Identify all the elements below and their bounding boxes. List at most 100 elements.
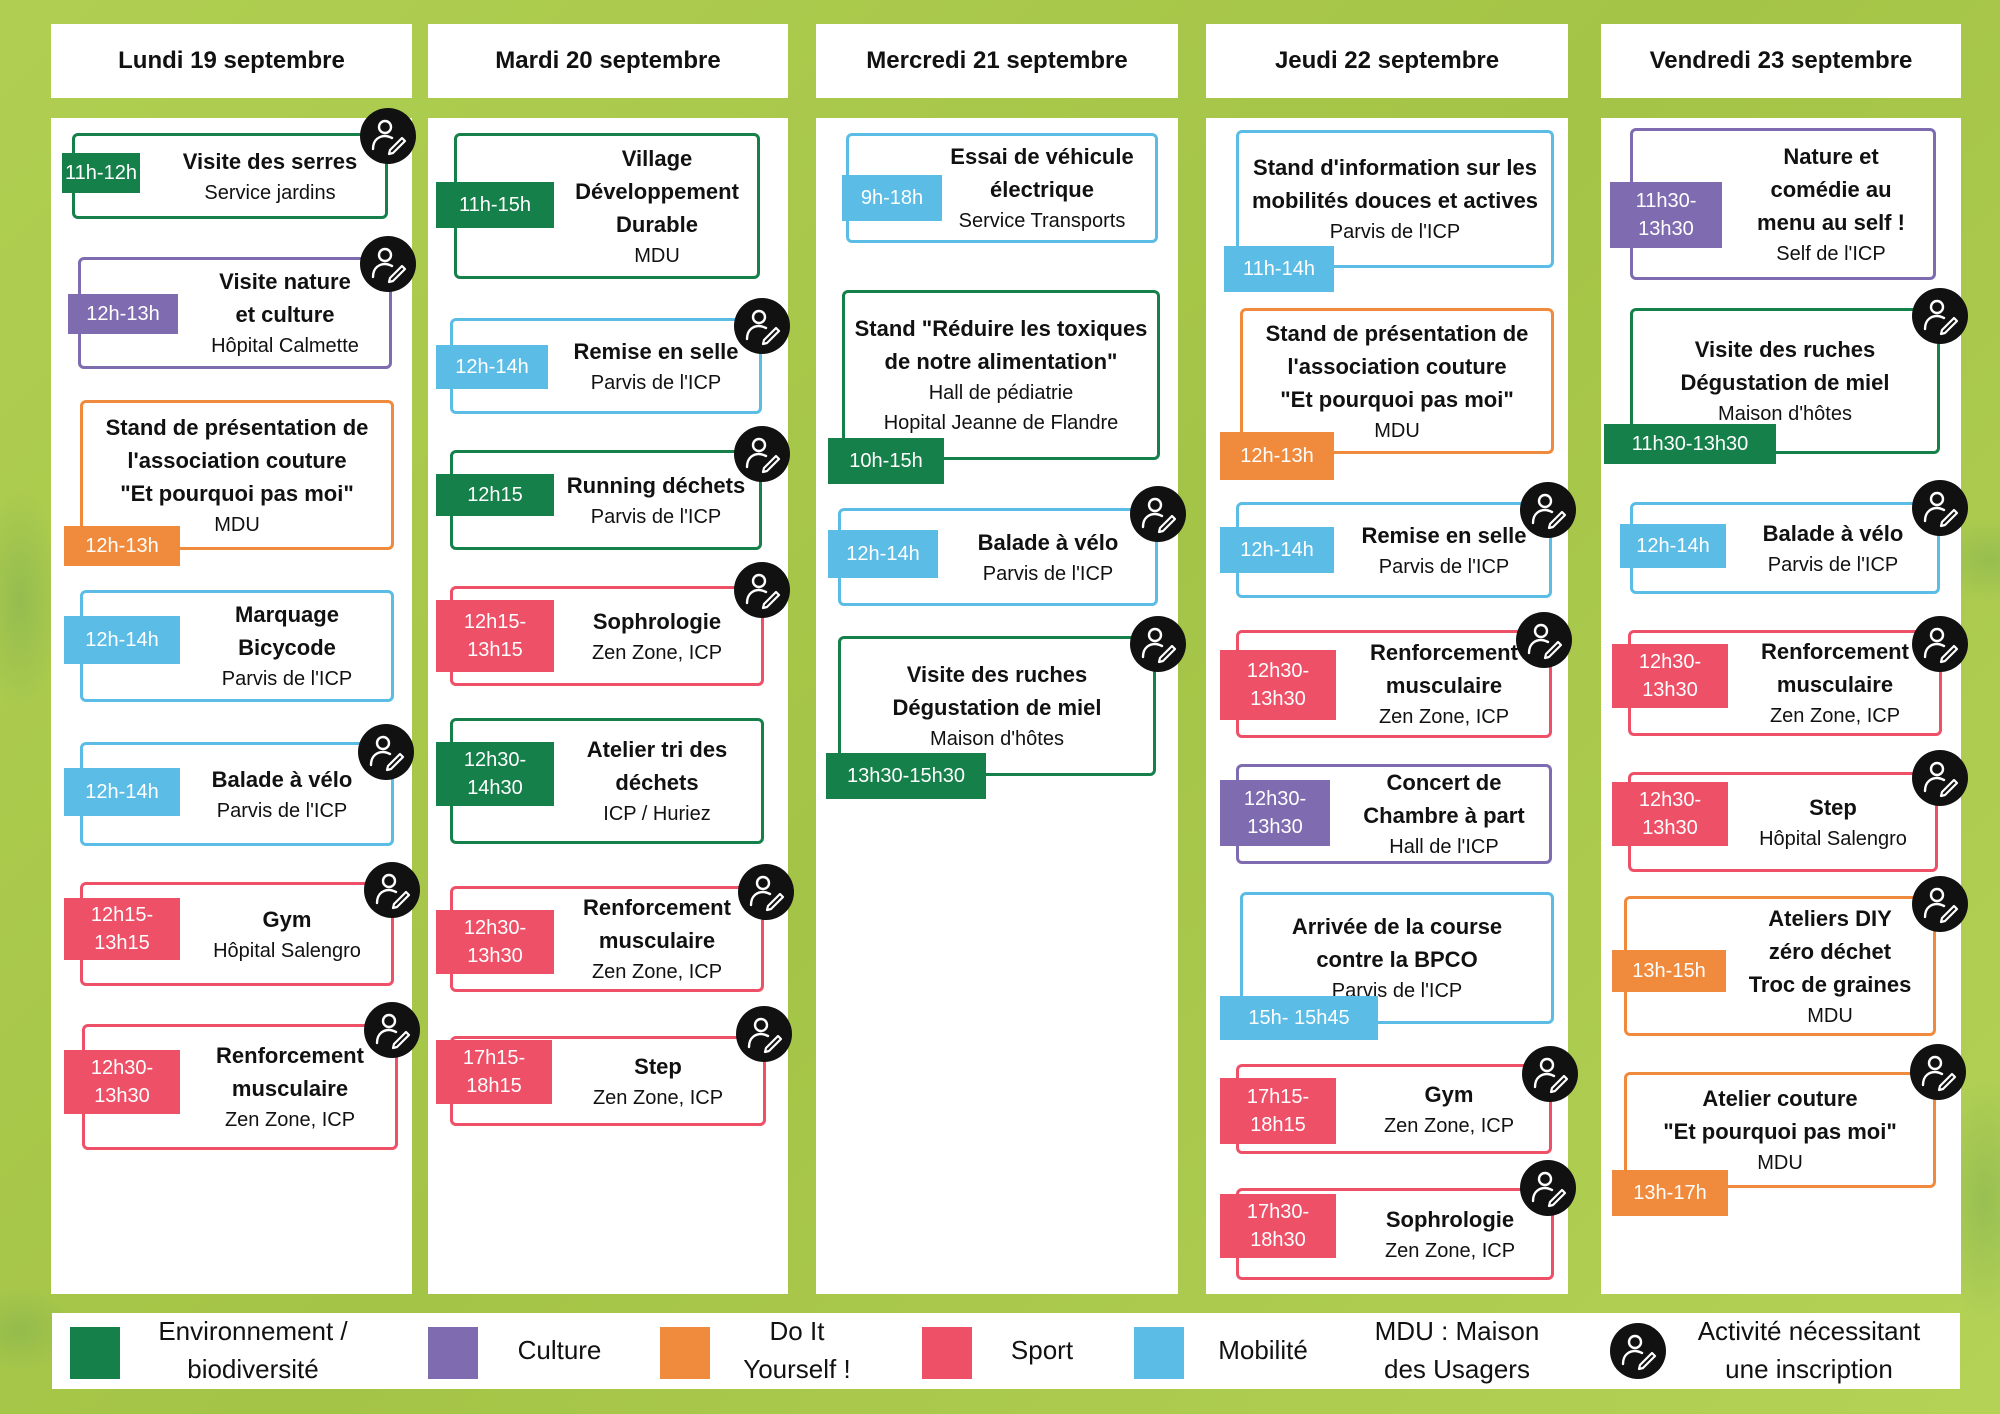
event-time-tag: 12h30- 13h30 <box>1612 644 1728 708</box>
event-title: Stand d'information sur les mobilités do… <box>1251 155 1539 213</box>
legend-label-inscription: Activité nécessitant une inscription <box>1697 1316 1921 1384</box>
event-time-tag: 12h-14h <box>1620 524 1726 568</box>
event-place: Zen Zone, ICP <box>592 1086 724 1109</box>
event-place: Zen Zone, ICP <box>1769 705 1901 727</box>
event-title: Stand de présentation de l'association c… <box>105 414 369 506</box>
person-edit-icon <box>734 298 790 354</box>
person-edit-icon <box>360 236 416 292</box>
legend-label-mdu: MDU : Maison des Usagers <box>1374 1316 1540 1384</box>
day-header-tuesday: Mardi 20 septembre <box>428 24 788 98</box>
person-edit-icon <box>1912 750 1968 806</box>
event-time-tag: 12h-13h <box>68 294 178 334</box>
legend-label-sport: Sport <box>1010 1335 1074 1366</box>
event-place: Hôpital Calmette <box>211 335 359 357</box>
event-time-tag: 12h-14h <box>436 345 548 389</box>
event-time-tag: 13h-15h <box>1612 950 1726 992</box>
event-text: Nature et comédie au menu au self !Self … <box>1739 131 1923 277</box>
event-card: Stand d'information sur les mobilités do… <box>1236 130 1554 268</box>
event-card: Stand de présentation de l'association c… <box>80 400 394 550</box>
legend-label-environnement: Environnement / biodiversité <box>158 1316 348 1384</box>
event-title: Renforcement musculaire <box>216 1043 364 1101</box>
event-place: Zen Zone, ICP <box>1378 706 1510 728</box>
event-time-tag: 15h- 15h45 <box>1220 996 1378 1040</box>
event-title: Step <box>1809 794 1857 820</box>
event-time-tag: 12h-14h <box>1220 527 1334 573</box>
event-time-tag: 12h-14h <box>64 616 180 664</box>
day-label: Mercredi 21 septembre <box>866 47 1128 74</box>
event-title: Gym <box>262 906 312 932</box>
event-time-tag: 12h30- 13h30 <box>1220 650 1336 720</box>
event-title: Visite des ruches Dégustation de miel <box>1680 337 1890 395</box>
event-title: Balade à vélo <box>211 766 353 792</box>
event-title: Remise en selle <box>1361 522 1527 548</box>
event-title: Ateliers DIY zéro déchet Troc de graines <box>1748 905 1912 997</box>
event-title: Concert de Chambre à part <box>1363 770 1525 828</box>
event-place: Zen Zone, ICP <box>1384 1239 1516 1262</box>
person-edit-icon <box>1610 1323 1666 1379</box>
event-place: MDU <box>1374 419 1420 442</box>
event-place: MDU <box>214 513 260 536</box>
event-title: Atelier couture "Et pourquoi pas moi" <box>1663 1086 1897 1144</box>
event-place: Hôpital Salengro <box>213 939 361 962</box>
event-time-tag: 10h-15h <box>828 438 944 484</box>
person-edit-icon <box>1912 876 1968 932</box>
event-title: Remise en selle <box>573 338 739 364</box>
event-place: Hôpital Salengro <box>1759 827 1907 850</box>
legend-swatch-diy <box>660 1327 710 1379</box>
event-place: Zen Zone, ICP <box>591 641 723 664</box>
event-time-tag: 11h-15h <box>436 182 554 228</box>
person-edit-icon <box>1130 616 1186 672</box>
event-text: Stand "Réduire les toxiques de notre ali… <box>845 293 1157 457</box>
event-time-tag: 12h30- 13h30 <box>436 910 554 974</box>
event-place: Parvis de l'ICP <box>216 799 348 822</box>
event-place: Zen Zone, ICP <box>1383 1114 1515 1137</box>
event-card: Stand "Réduire les toxiques de notre ali… <box>842 290 1160 460</box>
event-time-tag: 12h-13h <box>1220 432 1334 480</box>
person-edit-icon <box>1520 482 1576 538</box>
event-time-tag: 12h-13h <box>64 526 180 566</box>
event-title: Running déchets <box>566 472 746 498</box>
event-place: ICP / Huriez <box>603 803 711 825</box>
event-title: Visite nature et culture <box>219 269 351 327</box>
event-title: Sophrologie <box>1385 1206 1515 1232</box>
event-place: Parvis de l'ICP <box>590 505 722 528</box>
event-title: Arrivée de la course contre la BPCO <box>1291 914 1503 972</box>
event-title: Marquage Bicycode <box>235 602 339 660</box>
event-place: Hall de l'ICP <box>1389 836 1499 858</box>
event-time-tag: 12h-14h <box>64 768 180 816</box>
day-label: Vendredi 23 septembre <box>1649 47 1913 74</box>
event-time-tag: 11h30- 13h30 <box>1610 182 1722 248</box>
event-time-tag: 12h15 <box>436 474 554 516</box>
legend-label-culture: Culture <box>517 1335 602 1366</box>
event-time-tag: 11h30-13h30 <box>1604 424 1776 464</box>
event-place: Parvis de l'ICP <box>1329 221 1461 243</box>
event-time-tag: 12h15- 13h15 <box>436 600 554 672</box>
person-edit-icon <box>1130 486 1186 542</box>
event-card: Atelier couture "Et pourquoi pas moi"MDU <box>1624 1072 1936 1188</box>
person-edit-icon <box>736 1006 792 1062</box>
event-place: Parvis de l'ICP <box>221 668 353 690</box>
event-text: Stand de présentation de l'association c… <box>93 403 381 547</box>
event-title: Stand de présentation de l'association c… <box>1265 320 1529 412</box>
person-edit-icon <box>734 426 790 482</box>
event-place: Parvis de l'ICP <box>982 562 1114 585</box>
event-title: Stand "Réduire les toxiques de notre ali… <box>854 316 1148 374</box>
event-time-tag: 12h30- 13h30 <box>1612 782 1728 846</box>
